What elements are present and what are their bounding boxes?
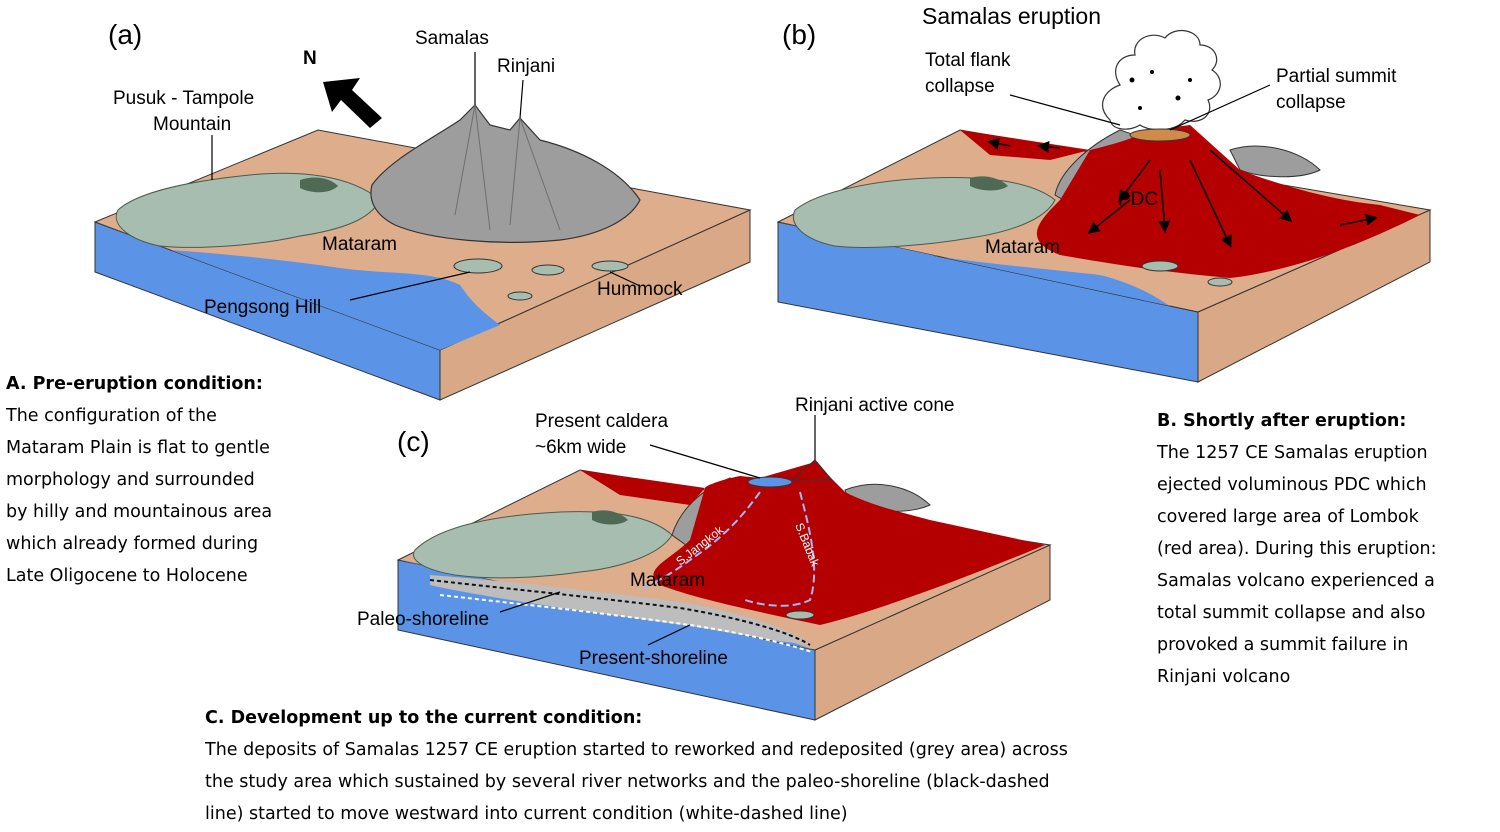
label-pdc: PDC: [1118, 189, 1158, 210]
caption-b-line: total summit collapse and also: [1157, 603, 1426, 623]
caption-b-line: Samalas volcano experienced a: [1157, 571, 1435, 591]
panel-c-river-jangkok: [639, 491, 761, 591]
caption-b-line: (red area). During this eruption:: [1157, 539, 1437, 559]
caption-c-line: The deposits of Samalas 1257 CE eruption…: [205, 740, 1068, 760]
panel-a-hummock-1: [531, 264, 565, 276]
panel-c-active-cone: [790, 459, 834, 481]
caption-b-line: The 1257 CE Samalas eruption: [1157, 443, 1428, 463]
panel-b-pdc-arrows: [987, 137, 1378, 248]
caption-a-line: Late Oligocene to Holocene: [6, 566, 248, 586]
caption-b-line: covered large area of Lombok: [1157, 507, 1419, 527]
panel-b-letter: (b): [782, 19, 816, 50]
north-label: N: [303, 48, 317, 69]
caption-b-line: provoked a summit failure in: [1157, 635, 1409, 655]
label-rinjani: Rinjani: [497, 56, 555, 77]
panel-c-present-shoreline: [439, 594, 813, 653]
caption-b-heading: B. Shortly after eruption:: [1157, 411, 1407, 431]
north-arrow-icon: [323, 78, 382, 128]
panel-b-hills: [793, 177, 1056, 248]
panel-c-paleo-shoreline: [429, 579, 811, 646]
caption-b-line: Rinjani volcano: [1157, 667, 1291, 687]
caption-c-line: line) started to move westward into curr…: [205, 804, 848, 824]
label-hummock: Hummock: [597, 279, 683, 300]
panel-a-hummock-3: [507, 291, 533, 301]
caption-a-line: morphology and surrounded: [6, 470, 255, 490]
label-total-flank-line2: collapse: [925, 76, 995, 97]
label-partial-summit-line1: Partial summit: [1276, 66, 1397, 87]
panel-c-river-babak: [744, 491, 816, 607]
caption-a-line: which already formed during: [6, 534, 259, 554]
label-mataram-a: Mataram: [322, 234, 397, 255]
panel-a-letter: (a): [108, 19, 142, 50]
caption-c-line: the study area which sustained by severa…: [205, 772, 1050, 792]
label-mataram-c: Mataram: [630, 570, 705, 591]
caption-c-heading: C. Development up to the current conditi…: [205, 708, 643, 728]
label-present-caldera-line2: ~6km wide: [535, 437, 626, 458]
panel-c-grey-reworked: [430, 575, 812, 645]
panel-c-caldera: [747, 476, 793, 488]
panel-c-letter: (c): [397, 426, 430, 457]
label-pengsong-hill: Pengsong Hill: [204, 297, 321, 318]
panel-a: (a) N Samalas Rinjani Pusuk - Tampole Mo…: [93, 19, 752, 401]
panel-c-hills: [412, 511, 673, 579]
label-pusuk-line2: Mountain: [153, 114, 231, 135]
panel-a-hill-dark: [300, 177, 338, 193]
caption-c: C. Development up to the current conditi…: [205, 702, 1265, 830]
label-present-shoreline: Present-shoreline: [579, 648, 728, 669]
caption-a-line: The configuration of the: [6, 406, 217, 426]
caption-a-heading: A. Pre-eruption condition:: [6, 374, 263, 394]
panel-a-hummock-2: [591, 260, 629, 272]
panel-a-volcano: [370, 104, 641, 243]
caption-b-line: ejected voluminous PDC which: [1157, 475, 1427, 495]
panel-a-sea-top: [95, 222, 500, 350]
label-rinjani-active-cone: Rinjani active cone: [795, 395, 954, 416]
panel-c: (c) Present caldera ~6km wide Rinjani ac…: [357, 395, 1052, 721]
label-samalas: Samalas: [415, 28, 489, 49]
label-partial-summit-line2: collapse: [1276, 92, 1346, 113]
label-samalas-eruption: Samalas eruption: [922, 3, 1101, 29]
caption-a-line: Mataram Plain is flat to gentle: [6, 438, 270, 458]
label-pusuk-line1: Pusuk - Tampole: [113, 88, 254, 109]
panel-b: (b) Samalas eruption Total flank collaps…: [776, 3, 1432, 383]
label-present-caldera-line1: Present caldera: [535, 411, 669, 432]
caption-a: A. Pre-eruption condition: The configura…: [6, 368, 346, 592]
label-paleo-shoreline: Paleo-shoreline: [357, 609, 489, 630]
panel-a-pengsong-hill: [453, 258, 503, 274]
label-total-flank-line1: Total flank: [925, 50, 1011, 71]
caption-a-line: by hilly and mountainous area: [6, 502, 273, 522]
caption-b: B. Shortly after eruption: The 1257 CE S…: [1157, 405, 1497, 693]
label-mataram-b: Mataram: [985, 237, 1060, 258]
panel-b-pdc: [960, 125, 1420, 278]
